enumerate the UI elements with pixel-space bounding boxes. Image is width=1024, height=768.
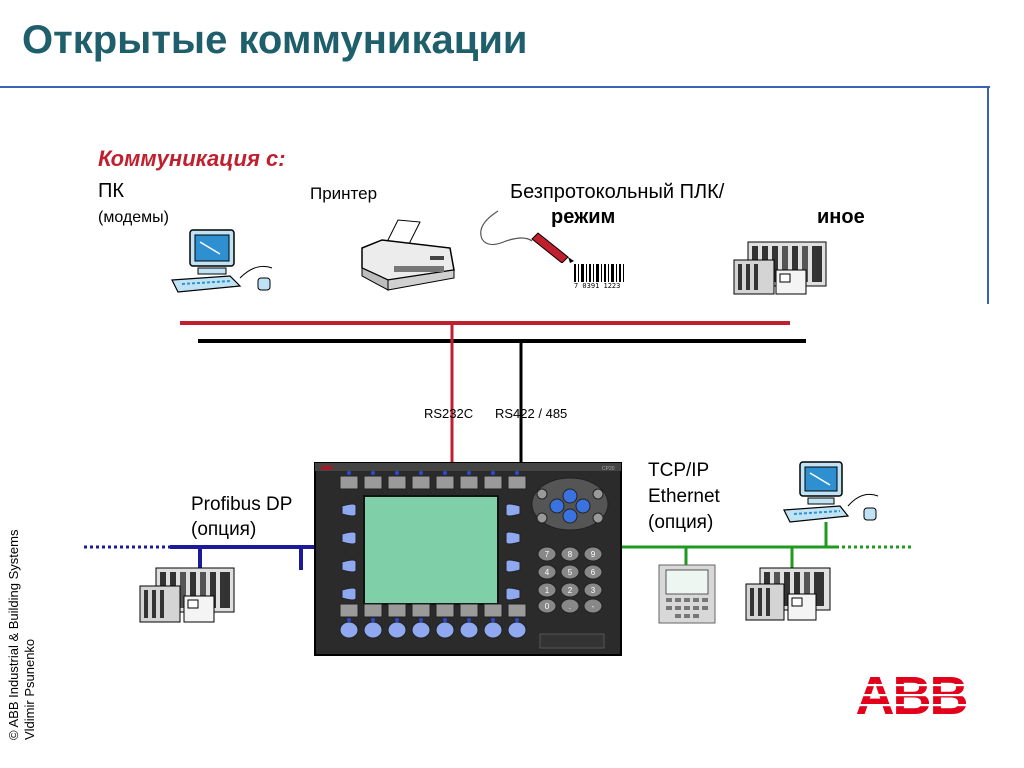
key-5: 5 bbox=[568, 568, 573, 577]
key-8: 8 bbox=[568, 550, 573, 559]
protocol-free-label-line2: режим bbox=[551, 206, 616, 228]
slide-title: Открытые коммуникации bbox=[22, 18, 528, 62]
operator-panel: ABB CP20 bbox=[314, 462, 622, 656]
header-rule bbox=[0, 86, 990, 88]
abb-logo-text: ABB bbox=[856, 668, 967, 718]
printer-icon bbox=[361, 219, 455, 291]
barcode-icon bbox=[574, 264, 624, 282]
pc-computer-icon bbox=[171, 229, 273, 293]
panel-brand: ABB bbox=[320, 466, 334, 472]
tcpip-label: TCP/IP bbox=[648, 460, 710, 481]
key-minus: - bbox=[592, 602, 595, 611]
profibus-option-label: (опция) bbox=[191, 519, 257, 540]
profibus-plc-icon bbox=[139, 567, 235, 623]
protocol-free-label-line1: Безпротокольный ПЛК/ bbox=[510, 181, 725, 203]
abb-logo: ABB bbox=[848, 668, 974, 718]
ethernet-pc-icon bbox=[783, 461, 879, 523]
ethernet-operator-panel-icon bbox=[658, 564, 716, 624]
copyright-line-2: Vldimir Psunenko bbox=[22, 638, 37, 740]
printer-label: Принтер bbox=[310, 184, 378, 203]
communication-heading: Коммуникация с: bbox=[98, 146, 286, 171]
key-1: 1 bbox=[545, 586, 550, 595]
panel-model: CP20 bbox=[602, 466, 615, 472]
rs422-label: RS422 / 485 bbox=[495, 406, 568, 421]
copyright-line-1: © ABB Industrial & Building Systems bbox=[6, 529, 21, 740]
plc-rack-icon bbox=[733, 241, 827, 295]
key-2: 2 bbox=[568, 586, 573, 595]
key-0: 0 bbox=[545, 602, 550, 611]
rs232-label: RS232C bbox=[424, 406, 474, 421]
ethernet-label: Ethernet bbox=[648, 486, 720, 507]
key-6: 6 bbox=[591, 568, 596, 577]
other-label: иное bbox=[817, 206, 865, 228]
ethernet-option-label: (опция) bbox=[648, 512, 714, 533]
key-3: 3 bbox=[591, 586, 596, 595]
key-4: 4 bbox=[545, 568, 550, 577]
key-dot: . bbox=[569, 602, 571, 611]
barcode-scanner-pen-icon bbox=[480, 210, 574, 263]
pc-sub-label: (модемы) bbox=[98, 209, 169, 226]
key-7: 7 bbox=[545, 550, 550, 559]
right-rule bbox=[987, 86, 989, 304]
pc-label: ПК bbox=[98, 180, 125, 202]
barcode-digits: 7 0391 1223 bbox=[574, 282, 621, 290]
ethernet-plc-icon bbox=[745, 567, 831, 621]
key-9: 9 bbox=[591, 550, 596, 559]
profibus-label: Profibus DP bbox=[191, 494, 293, 515]
copyright-note: © ABB Industrial & Building Systems Vldi… bbox=[6, 530, 38, 740]
